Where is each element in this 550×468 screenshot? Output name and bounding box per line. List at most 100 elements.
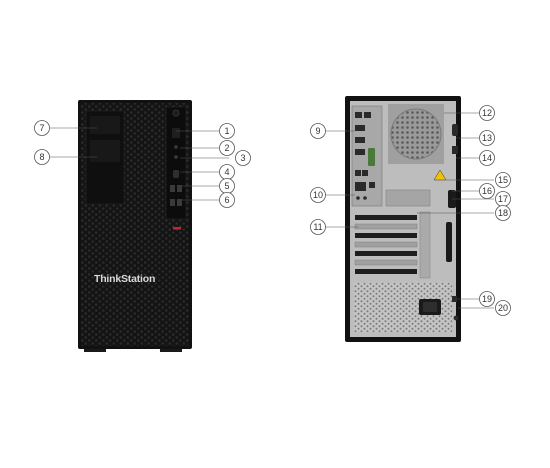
psu-diagnostic-button [452, 296, 457, 302]
callout-number: 5 [224, 181, 229, 191]
callout-circle [479, 150, 495, 166]
callout-circle [479, 291, 495, 307]
callout-circle [219, 140, 235, 156]
callout-number: 8 [39, 152, 44, 162]
rear-callout: 14 [479, 150, 495, 166]
rear-callout: 16 [479, 183, 495, 199]
callout-number: 14 [482, 153, 492, 163]
rear-usb-5 [369, 182, 375, 188]
callout-circle [235, 150, 251, 166]
front-foot-left [84, 347, 106, 352]
brand-label: ThinkStation [94, 273, 155, 285]
mic-jack [174, 155, 178, 159]
rear-displayport-2 [355, 137, 365, 143]
rear-usb-3 [355, 170, 361, 176]
callout-circle [310, 219, 326, 235]
rear-usb-2 [364, 112, 371, 118]
callout-circle [310, 123, 326, 139]
intrusion-switch [385, 189, 431, 207]
serial-port [368, 148, 375, 166]
usb-c-port [173, 170, 179, 178]
callout-circle [495, 172, 511, 188]
callout-circle [34, 149, 50, 165]
callout-number: 3 [240, 153, 245, 163]
rear-callout: 19 [479, 291, 495, 307]
rear-callout: 15 [495, 172, 511, 188]
security-lock-slot [452, 146, 458, 154]
padlock-loop [452, 124, 458, 136]
callout-circle [310, 187, 326, 203]
optical-drive-slot-top [90, 116, 120, 134]
red-accent [173, 227, 181, 230]
expansion-slots [354, 211, 431, 279]
audio-in-jack [363, 196, 367, 200]
usb-a-port-3 [170, 199, 175, 206]
callout-number: 6 [224, 195, 229, 205]
rear-callouts: 9 10 11 12 13 14 15 16 17 18 19 20 [310, 105, 511, 316]
front-callouts: 7 8 1 2 3 4 5 6 [34, 120, 251, 208]
callout-circle [479, 130, 495, 146]
rear-callout: 9 [310, 123, 326, 139]
usb-a-port-2 [177, 185, 182, 192]
callout-number: 12 [482, 108, 492, 118]
slot-bracket [419, 211, 431, 279]
callout-circle [219, 192, 235, 208]
front-callout: 7 [34, 120, 50, 136]
callout-number: 2 [224, 143, 229, 153]
callout-circle [495, 300, 511, 316]
audio-out-jack [356, 196, 360, 200]
callout-number: 4 [224, 167, 229, 177]
rear-leader-lines [325, 112, 494, 309]
rear-usb-4 [362, 170, 368, 176]
rear-usb-1 [355, 112, 362, 118]
front-view: ThinkStation [78, 100, 192, 352]
callout-circle [479, 183, 495, 199]
callout-circle [479, 105, 495, 121]
psu-connector-inner [423, 302, 437, 312]
callout-number: 7 [39, 123, 44, 133]
rear-hdmi [355, 149, 365, 155]
front-callout: 1 [219, 123, 235, 139]
callout-number: 9 [315, 126, 320, 136]
front-foot-right [160, 347, 182, 352]
card-retention-bar [446, 222, 452, 262]
callout-circle [219, 123, 235, 139]
psu-screw [453, 315, 459, 321]
usb-a-port-4 [177, 199, 182, 206]
front-callout: 2 [219, 140, 235, 156]
callout-circle [34, 120, 50, 136]
rear-view [345, 96, 461, 342]
callout-number: 1 [224, 126, 229, 136]
front-leader-lines [50, 127, 229, 201]
front-callout: 8 [34, 149, 50, 165]
callout-number: 16 [482, 186, 492, 196]
callout-number: 18 [498, 208, 508, 218]
audio-jack [174, 145, 178, 149]
rear-callout: 17 [495, 191, 511, 207]
callout-number: 11 [313, 222, 322, 232]
callout-number: 13 [482, 133, 492, 143]
rear-displayport-1 [355, 125, 365, 131]
callout-circle [495, 205, 511, 221]
power-button [172, 109, 180, 117]
front-callout: 4 [219, 164, 235, 180]
rear-callout: 10 [310, 187, 326, 203]
callout-number: 10 [313, 190, 323, 200]
rear-callout: 11 [310, 219, 326, 235]
callout-number: 20 [498, 303, 508, 313]
rear-callout: 20 [495, 300, 511, 316]
rear-callout: 13 [479, 130, 495, 146]
front-callout: 6 [219, 192, 235, 208]
warning-icon [433, 169, 447, 181]
callout-number: 19 [482, 294, 492, 304]
rear-callout: 12 [479, 105, 495, 121]
front-callout: 3 [235, 150, 251, 166]
callout-number: 15 [498, 175, 508, 185]
front-io-panel [165, 106, 187, 220]
optical-drive-slot [90, 140, 120, 162]
ethernet-port [355, 182, 366, 191]
callout-number: 17 [498, 194, 508, 204]
front-callout: 5 [219, 178, 235, 194]
usb-a-port-1 [170, 185, 175, 192]
